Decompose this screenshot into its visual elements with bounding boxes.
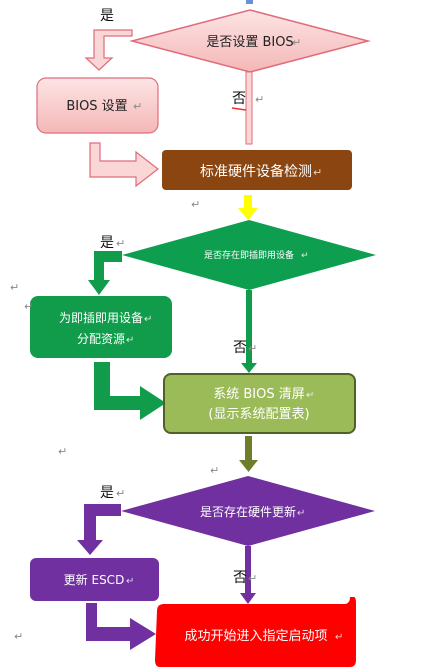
- no-label-underline: [231, 107, 247, 111]
- bios-clear-line1: 系统 BIOS 清屏: [213, 387, 305, 402]
- decision-pnp-text: 是否存在即插即用设备: [204, 249, 294, 261]
- pilcrow-mark: ↵: [210, 464, 219, 477]
- yes-label-3: 是: [100, 485, 114, 501]
- hardware-detect-box: [162, 150, 352, 190]
- arrow-bios-to-detect: [89, 142, 159, 188]
- no-label-2: 否: [233, 340, 247, 356]
- pilcrow-mark: ↵: [248, 572, 257, 585]
- pilcrow-mark: ↵: [116, 487, 125, 500]
- pilcrow-mark: ↵: [301, 251, 309, 261]
- bios-setup-text: BIOS 设置: [66, 99, 127, 114]
- pilcrow-mark: ↵: [126, 576, 134, 587]
- yes-arrow-bios: [84, 29, 133, 71]
- pilcrow-mark: ↵: [14, 630, 23, 643]
- decision-bios-text: 是否设置 BIOS: [206, 35, 293, 50]
- no-arrow-bios: [245, 71, 253, 145]
- no-arrow-pnp: [246, 290, 252, 368]
- yes-arrow-hw-update: [77, 504, 121, 555]
- pilcrow-mark: ↵: [248, 342, 257, 355]
- decision-hw-update-text: 是否存在硬件更新: [200, 504, 296, 519]
- arrow-escd-to-boot: [86, 603, 156, 650]
- no-arrow-hw-update-head: [240, 593, 256, 604]
- no-label-1: 否: [232, 91, 246, 107]
- hardware-detect-text: 标准硬件设备检测: [200, 163, 312, 180]
- boot-text: 成功开始进入指定启动项: [184, 629, 327, 644]
- pnp-alloc-line2: 分配资源: [77, 332, 125, 346]
- update-escd-box: [30, 558, 159, 601]
- no-arrow-hw-update: [245, 546, 251, 596]
- pilcrow-mark: ↵: [297, 508, 305, 519]
- pilcrow-mark: ↵: [255, 93, 264, 106]
- pnp-alloc-line1: 为即插即用设备: [59, 311, 143, 325]
- yes-label-2: 是: [100, 235, 114, 251]
- pilcrow-mark: ↵: [24, 300, 33, 313]
- pilcrow-mark: ↵: [306, 390, 314, 401]
- pilcrow-mark: ↵: [126, 335, 134, 346]
- yes-label-1: 是: [100, 8, 114, 24]
- arrow-pnp-to-clear: [94, 362, 166, 420]
- pilcrow-mark: ↵: [133, 100, 142, 113]
- top-connector-dot: [246, 0, 253, 4]
- pilcrow-mark: ↵: [58, 445, 67, 458]
- decision-hw-update-diamond: [121, 476, 375, 546]
- no-arrow-pnp-head: [241, 363, 257, 373]
- yes-arrow-pnp: [88, 251, 122, 295]
- pilcrow-mark: ↵: [116, 237, 125, 250]
- pilcrow-mark: ↵: [10, 281, 19, 294]
- pilcrow-mark: ↵: [313, 166, 322, 179]
- arrow-clear-to-update: [245, 436, 252, 462]
- arrow-detect-to-pnp: [238, 195, 258, 220]
- decision-pnp-diamond: [122, 220, 376, 290]
- bios-clear-box: [163, 373, 356, 434]
- pilcrow-mark: ↵: [191, 198, 200, 211]
- arrow-clear-to-update-head: [239, 460, 258, 472]
- update-escd-text: 更新 ESCD: [64, 572, 125, 587]
- pnp-alloc-box: [30, 296, 172, 358]
- boot-scroll-box: [155, 597, 356, 667]
- pilcrow-mark: ↵: [292, 36, 301, 49]
- bios-clear-line2: (显示系统配置表): [208, 407, 309, 422]
- pilcrow-mark: ↵: [144, 314, 152, 325]
- pilcrow-mark: ↵: [335, 632, 343, 643]
- decision-bios-diamond: [129, 9, 371, 73]
- no-label-3: 否: [233, 570, 247, 586]
- bios-setup-box: [36, 77, 159, 134]
